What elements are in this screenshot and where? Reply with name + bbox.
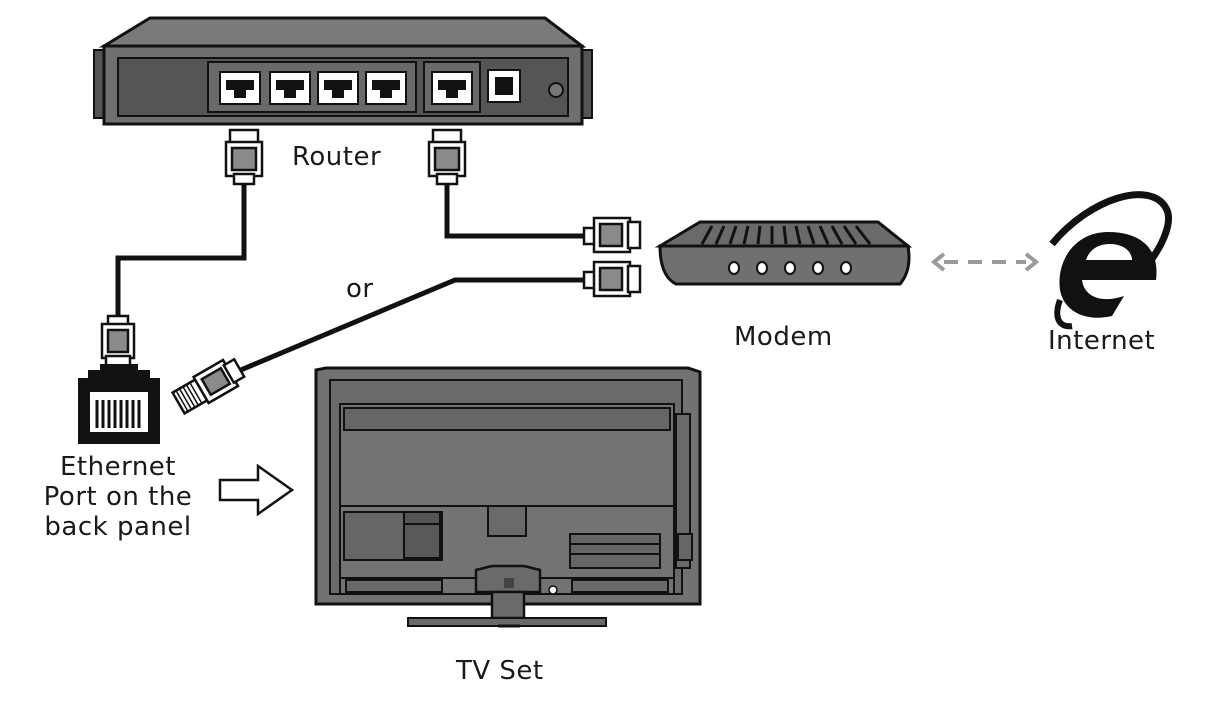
modem-label: Modem: [734, 322, 833, 352]
tv-label: TV Set: [456, 656, 544, 686]
connector-plug-icon: [582, 216, 642, 254]
ethernet-port-label: Ethernet Port on the back panel: [30, 452, 206, 542]
ethernet-label-line-2: Port on the: [43, 482, 193, 512]
router-label: Router: [292, 142, 382, 172]
ethernet-label-line-1: Ethernet: [60, 452, 176, 482]
tv-back-icon: [314, 366, 702, 628]
connector-plug-icon: [100, 314, 136, 370]
modem-icon: [654, 220, 913, 286]
connector-plug-icon: [170, 357, 246, 416]
dashed-link-arrow-icon: [930, 252, 1040, 272]
router-icon: [93, 16, 593, 126]
ethernet-cables: [115, 182, 588, 375]
connector-plug-icon: [224, 128, 264, 186]
or-label: or: [346, 274, 374, 304]
connector-plug-icon: [427, 128, 467, 186]
cable-connectors: [100, 128, 642, 416]
ethernet-label-line-3: back panel: [44, 512, 192, 542]
internet-label: Internet: [1048, 326, 1156, 356]
ethernet-port-icon: [78, 364, 160, 444]
connector-plug-icon: [582, 260, 642, 298]
internet-explorer-icon: [1049, 191, 1172, 330]
hollow-arrow-right-icon: [218, 463, 295, 517]
